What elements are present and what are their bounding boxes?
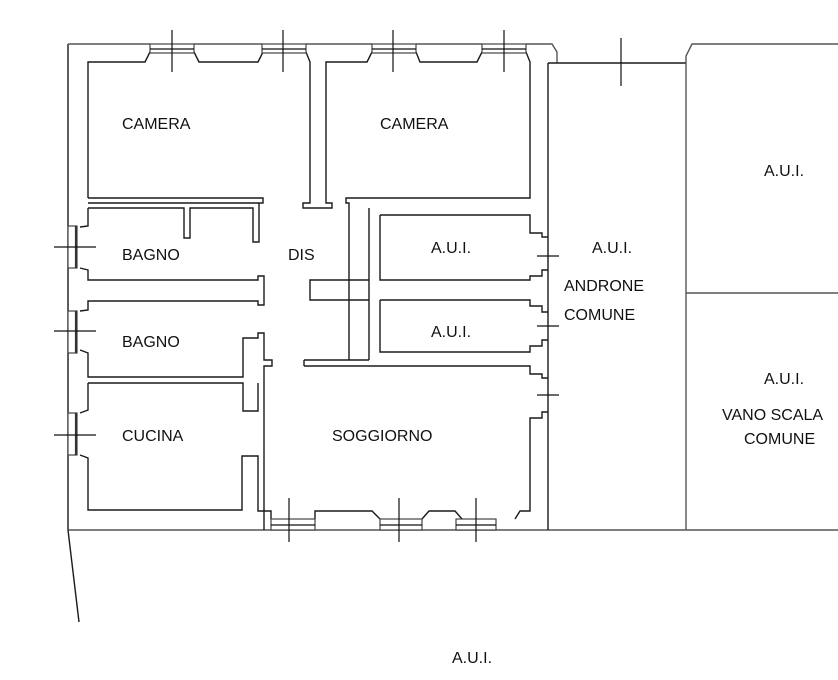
label-aui-small-2: A.U.I. [431,324,471,341]
label-androne-line1: ANDRONE [564,278,644,295]
label-aui-small-1: A.U.I. [431,240,471,257]
label-camera-2: CAMERA [380,116,449,133]
windows-left [54,225,96,456]
window [481,30,527,72]
label-cucina: CUCINA [122,428,184,445]
label-soggiorno: SOGGIORNO [332,428,432,445]
room-labels: CAMERA CAMERA BAGNO DIS BAGNO CUCINA SOG… [122,116,823,667]
label-androne-aui: A.U.I. [592,240,632,257]
label-camera-1: CAMERA [122,116,191,133]
window [261,30,307,72]
label-bagno-1: BAGNO [122,247,180,264]
windows-bottom [270,498,497,542]
label-right-top-aui: A.U.I. [764,163,804,180]
window [379,498,423,542]
window [270,498,316,542]
window [455,498,497,542]
label-androne-line2: COMUNE [564,307,635,324]
windows-top [149,30,527,72]
label-vano-line2: COMUNE [744,431,815,448]
window [54,412,96,456]
right-blocks [537,38,838,530]
label-right-bottom-aui: A.U.I. [764,371,804,388]
label-vano-line1: VANO SCALA [722,407,823,424]
window [149,30,195,72]
window [371,30,417,72]
window [54,310,96,354]
label-dis: DIS [288,247,315,264]
window [54,225,96,269]
inner-walls [79,51,548,530]
label-bottom-aui: A.U.I. [452,650,492,667]
label-bagno-2: BAGNO [122,334,180,351]
